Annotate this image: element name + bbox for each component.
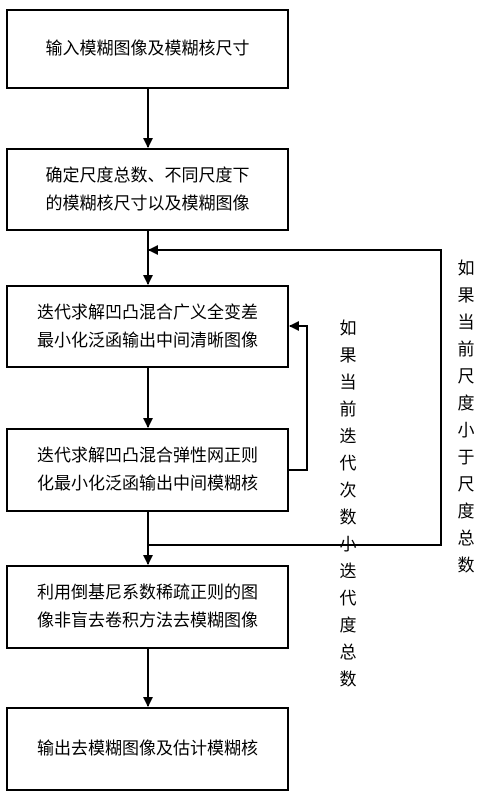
step-input-box: 输入模糊图像及模糊核尺寸 (6, 9, 289, 89)
step-estimate-kernel-text: 迭代求解凹凸混合弹性网正则 化最小化泛函输出中间模糊核 (37, 446, 258, 494)
inner-loop-arrow (289, 321, 308, 471)
step-determine-scales-box: 确定尺度总数、不同尺度下 的模糊核尺寸以及模糊图像 (6, 148, 289, 231)
step-estimate-image-box: 迭代求解凹凸混合广义全变差 最小化泛函输出中间清晰图像 (6, 285, 289, 368)
step-estimate-kernel-box: 迭代求解凹凸混合弹性网正则 化最小化泛函输出中间模糊核 (6, 428, 289, 512)
step-output-box: 输出去模糊图像及估计模糊核 (6, 707, 289, 791)
step-output-text: 输出去模糊图像及估计模糊核 (37, 739, 258, 759)
step-deconvolution-box: 利用倒基尼系数稀疏正则的图 像非盲去卷积方法去模糊图像 (6, 565, 289, 649)
step-input-text: 输入模糊图像及模糊核尺寸 (45, 39, 250, 59)
step-determine-scales-text: 确定尺度总数、不同尺度下 的模糊核尺寸以及模糊图像 (45, 165, 250, 214)
outer-loop-label: 如果当前尺度小于尺度总数 (457, 259, 475, 576)
step-estimate-image-text: 迭代求解凹凸混合广义全变差 最小化泛函输出中间清晰图像 (37, 302, 258, 351)
inner-loop-label: 如果当前迭代次数小迭代度总数 (339, 319, 357, 690)
outer-loop-arrow (148, 245, 442, 546)
step-deconvolution-text: 利用倒基尼系数稀疏正则的图 像非盲去卷积方法去模糊图像 (37, 583, 258, 631)
